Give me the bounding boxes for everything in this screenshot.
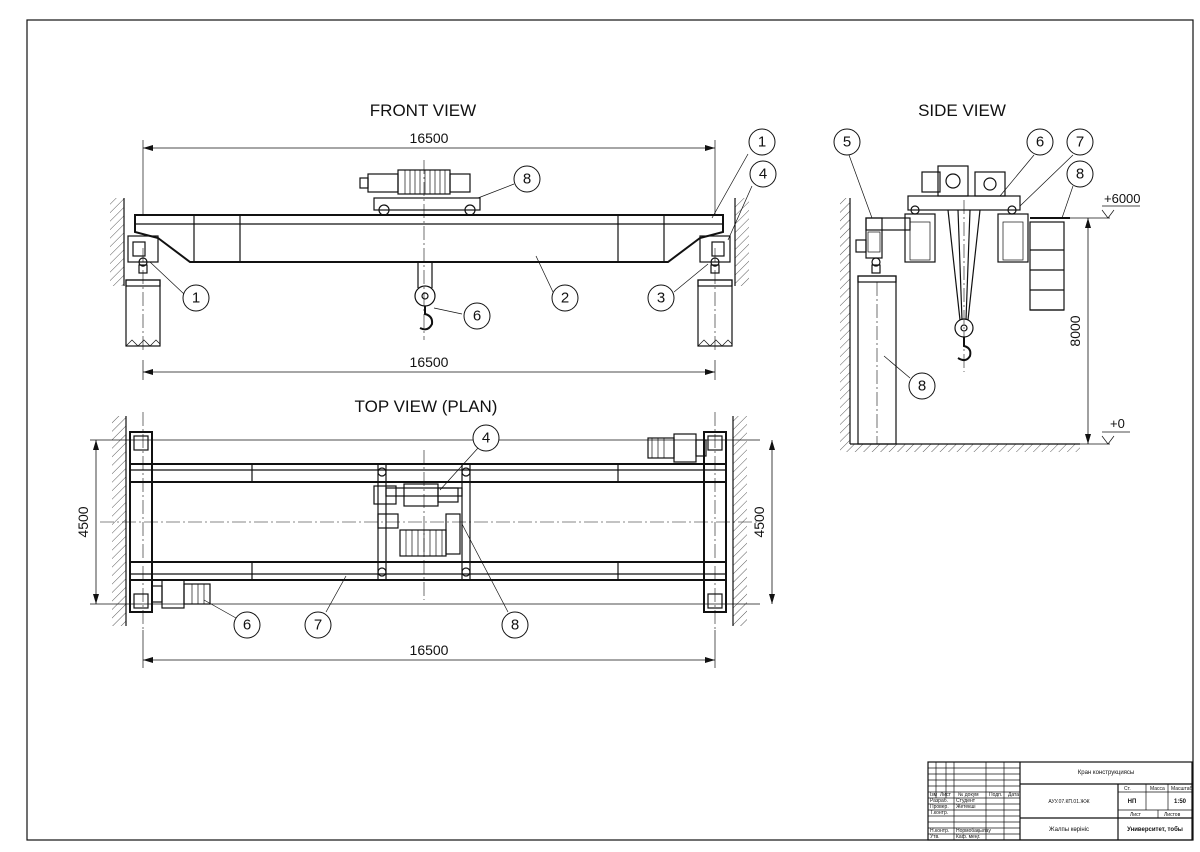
top-drive-lower-left [151,579,211,609]
svg-text:Масса: Масса [1150,786,1165,792]
front-callout: 2 [551,284,579,312]
title-block-general-view: Жалпы көрініс [1049,827,1089,833]
front-callout: 8 [513,165,541,193]
svg-text:Листов: Листов [1164,812,1181,818]
side-girder-right [997,213,1029,263]
svg-text:8: 8 [1076,166,1084,183]
svg-text:Масштаб: Масштаб [1171,786,1193,792]
side-callout: 5 [833,128,861,156]
front-view: FRONT VIEW [110,101,777,380]
svg-text:Ізм: Ізм [930,792,938,798]
top-callout: 6 [233,611,261,639]
side-ladder [1029,221,1065,311]
side-view-title: SIDE VIEW [918,101,1006,120]
top-callout: 8 [501,611,529,639]
svg-text:Н.контр.: Н.контр. [930,828,949,834]
svg-text:4: 4 [759,166,767,183]
front-hook [414,262,436,331]
svg-text:4: 4 [482,430,490,447]
front-callout: 1 [748,128,776,156]
top-trolley [373,463,471,581]
svg-text:Лист: Лист [940,792,952,798]
level-zero: +0 [1110,416,1125,431]
side-wall [840,198,850,444]
svg-text:6: 6 [1036,134,1044,151]
top-wall-left [112,416,126,626]
top-wall-right [733,416,747,626]
sheet-frame [26,19,1194,841]
svg-text:5: 5 [843,134,851,151]
svg-text:Разраб.: Разраб. [930,798,948,804]
svg-text:Каф. меңг.: Каф. меңг. [956,834,980,840]
title-block-scale: 1:50 [1174,799,1187,805]
side-hook [957,337,972,362]
svg-text:Жетекші: Жетекші [956,804,976,810]
svg-text:Подп.: Подп. [989,792,1002,798]
front-callout: 4 [749,160,777,188]
svg-text:2: 2 [561,290,569,307]
top-girder-upper [129,463,727,483]
svg-text:8: 8 [511,617,519,634]
front-view-title: FRONT VIEW [370,101,476,120]
svg-text:3: 3 [657,290,665,307]
top-girder-lower [129,561,727,581]
top-view: TOP VIEW (PLAN) [75,397,775,668]
svg-text:8: 8 [918,378,926,395]
side-floor [840,444,1080,452]
front-callout: 6 [463,302,491,330]
svg-text:Т.контр.: Т.контр. [930,810,948,816]
top-callout: 4 [472,424,500,452]
level-top: +6000 [1104,191,1141,206]
svg-text:Лист: Лист [1130,812,1142,818]
svg-text:Ст.: Ст. [1124,786,1131,792]
side-girder-left [904,213,936,263]
side-callout: 8 [1066,160,1094,188]
side-callout: 7 [1066,128,1094,156]
svg-text:Провер.: Провер. [930,804,949,810]
title-block-org: Университет, тобы [1127,826,1183,833]
svg-text:6: 6 [243,617,251,634]
dim-front-span-top: 16500 [410,130,449,146]
side-callout: 8 [908,372,936,400]
side-view: SIDE VIEW [833,101,1141,452]
end-carriage-right [699,235,731,263]
dim-top-span: 16500 [410,642,449,658]
svg-text:8: 8 [523,171,531,188]
top-view-title: TOP VIEW (PLAN) [355,397,498,416]
svg-text:№ докум: № докум [958,792,979,798]
svg-text:Студент: Студент [956,798,976,804]
front-callout: 1 [182,284,210,312]
title-block-title: Кран конструкциясы [1078,770,1134,776]
front-wall-left [110,198,124,286]
top-callout: 7 [304,611,332,639]
end-carriage-left [127,235,159,263]
dim-top-width-left: 4500 [75,506,91,537]
front-wall-right [735,198,749,286]
top-drive-upper-right [647,433,707,463]
svg-text:7: 7 [1076,134,1084,151]
dim-front-span-bottom: 16500 [410,354,449,370]
svg-text:6: 6 [473,308,481,325]
main-girder [134,214,724,263]
svg-text:7: 7 [314,617,322,634]
svg-text:1: 1 [192,290,200,307]
svg-text:Утв.: Утв. [930,834,940,840]
svg-text:Дата: Дата [1008,792,1019,798]
side-callout: 6 [1026,128,1054,156]
dim-top-width-right: 4500 [751,506,767,537]
svg-text:Нормобақылау: Нормобақылау [956,828,991,834]
dim-side-height: 8000 [1067,315,1083,346]
title-block: Ізм Лист № докум Подп. Дата Разраб. Студ… [927,761,1193,841]
front-callout: 3 [647,284,675,312]
svg-text:1: 1 [758,134,766,151]
front-trolley [359,169,481,216]
title-block-doc-number: АУУ.07.КП.01.ЖЖ [1048,799,1090,805]
title-block-stage: НП [1128,799,1137,805]
